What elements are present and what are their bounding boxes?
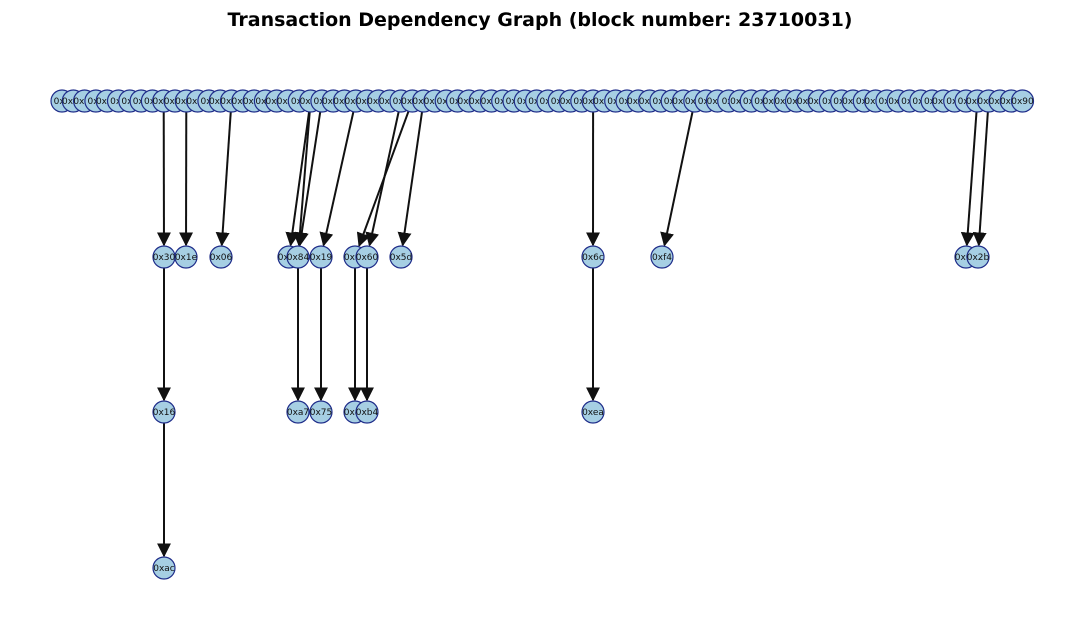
tx-node-circle — [1010, 89, 1035, 113]
tx-node-circle — [355, 400, 379, 424]
tx-node-label: 0xea — [582, 408, 604, 418]
tx-node-label: 0x4b — [344, 408, 367, 418]
tx-node-label: 0x06 — [210, 253, 233, 263]
tx-node-label: 0x60 — [356, 253, 379, 263]
tx-node-label: 0x2b — [967, 253, 990, 263]
edges-layer — [156, 110, 989, 558]
tx-node: 0x84 — [286, 245, 310, 269]
tx-node-label: 0xb4 — [356, 408, 379, 418]
tx-node: 0x90 — [1010, 89, 1035, 113]
tx-node: 0xb4 — [355, 400, 379, 424]
tx-node-circle — [355, 245, 379, 269]
tx-node-circle — [152, 400, 176, 424]
tx-node-label: 0x75 — [310, 408, 333, 418]
tx-node: 0x2b — [966, 245, 990, 269]
tx-node-label: 0xf4 — [652, 253, 672, 263]
tx-node-circle — [966, 245, 990, 269]
dependency-edge — [397, 111, 424, 247]
tx-node-label: 0xa7 — [287, 408, 309, 418]
dependency-edge — [294, 111, 322, 247]
tx-node: 0xea — [581, 400, 605, 424]
tx-node-label: 0xac — [153, 564, 175, 574]
dependency-edge — [215, 111, 232, 247]
tx-node-label: 0x1e — [175, 253, 198, 263]
dependency-edge — [293, 111, 311, 247]
dependency-edge — [319, 111, 355, 247]
tx-node-label: 0x6c — [582, 253, 604, 263]
tx-node-circle — [309, 400, 333, 424]
tx-node-circle — [152, 556, 176, 580]
dependency-edge — [960, 111, 978, 247]
tx-node-circle — [286, 400, 310, 424]
tx-node-circle — [389, 245, 413, 269]
tx-node-circle — [209, 245, 233, 269]
tx-node-label: 0x30 — [153, 253, 176, 263]
tx-node: 0x19 — [309, 245, 333, 269]
tx-node: 0x1e — [174, 245, 198, 269]
tx-node-circle — [650, 245, 674, 269]
tx-node-circle — [581, 400, 605, 424]
tx-node: 0xa7 — [286, 400, 310, 424]
tx-node-label: 0x90 — [1011, 97, 1034, 107]
tx-node-label: 0x07 — [955, 253, 978, 263]
tx-node-label: 0x16 — [153, 408, 176, 418]
tx-node: 0x75 — [309, 400, 333, 424]
tx-node-circle — [174, 245, 198, 269]
tx-node-circle — [286, 245, 310, 269]
tx-node: 0x5d — [389, 245, 413, 269]
dependency-edge — [660, 111, 694, 247]
tx-node-circle — [309, 245, 333, 269]
dependency-edge — [972, 111, 989, 247]
tx-node-circle — [581, 245, 605, 269]
tx-node: 0x6c — [581, 245, 605, 269]
tx-node-label: 0x5d — [390, 253, 413, 263]
tx-node: 0x30 — [152, 245, 176, 269]
tx-node: 0xac — [152, 556, 176, 580]
dependency-edge — [365, 111, 400, 247]
graph-title: Transaction Dependency Graph (block numb… — [227, 9, 853, 31]
tx-node-label: 0x0a — [344, 253, 366, 263]
nodes-layer: 0x00xd60x070x30x4b0x70x30x80x20x300x800x… — [50, 89, 1035, 580]
tx-node: 0x16 — [152, 400, 176, 424]
tx-node-label: 0x84 — [287, 253, 310, 263]
tx-node: 0x60 — [355, 245, 379, 269]
tx-node: 0x06 — [209, 245, 233, 269]
tx-node: 0xf4 — [650, 245, 674, 269]
dependency-edge — [285, 111, 311, 247]
tx-node-label: 0x19 — [310, 253, 333, 263]
